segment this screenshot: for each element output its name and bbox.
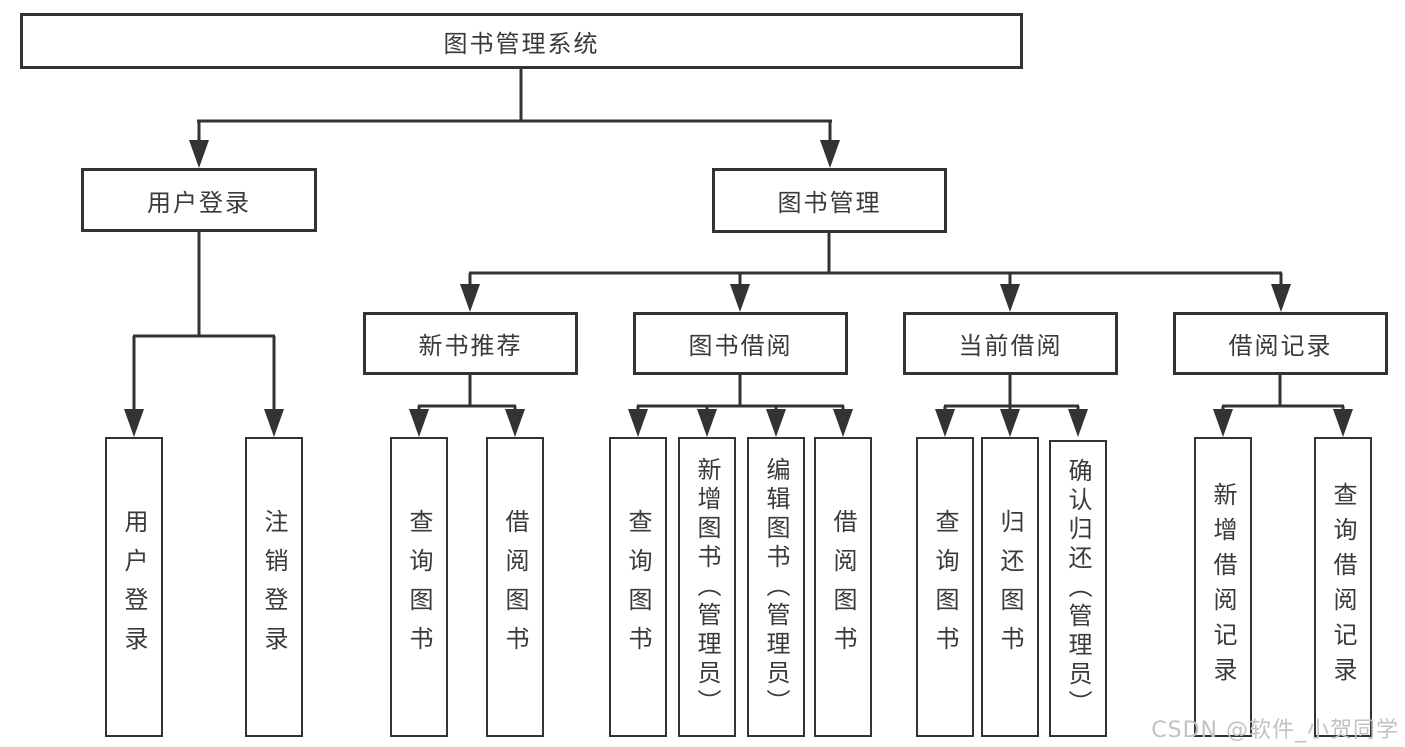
leaf-borrow-add-book-label: 新增图书（管理员） — [693, 456, 721, 718]
leaf-recommend-borrow-book-label: 借阅图书 — [501, 509, 529, 665]
node-book-borrow-label: 图书借阅 — [688, 332, 793, 360]
node-book-management-label: 图书管理 — [777, 189, 882, 217]
leaf-current-return-book-label: 归还图书 — [996, 509, 1024, 665]
leaf-records-query-record-label: 查询借阅记录 — [1329, 482, 1357, 692]
node-new-book-recommend-label: 新书推荐 — [418, 332, 523, 360]
leaf-records-query-record: 查询借阅记录 — [1314, 437, 1372, 737]
leaf-current-query-book: 查询图书 — [916, 437, 974, 737]
node-book-borrow: 图书借阅 — [633, 312, 848, 375]
node-borrow-records: 借阅记录 — [1173, 312, 1388, 375]
leaf-borrow-borrow-book-label: 借阅图书 — [829, 509, 857, 665]
leaf-recommend-query-book-label: 查询图书 — [405, 509, 433, 665]
node-root-library-system: 图书管理系统 — [20, 13, 1023, 69]
leaf-user-login: 用户登录 — [105, 437, 163, 737]
node-new-book-recommend: 新书推荐 — [363, 312, 578, 375]
leaf-borrow-query-book: 查询图书 — [609, 437, 667, 737]
csdn-watermark: CSDN @软件_小贺同学 — [1151, 718, 1399, 743]
leaf-borrow-edit-book-label: 编辑图书（管理员） — [762, 456, 790, 718]
leaf-borrow-edit-book: 编辑图书（管理员） — [747, 437, 805, 737]
node-book-management: 图书管理 — [712, 168, 947, 233]
leaf-borrow-add-book: 新增图书（管理员） — [678, 437, 736, 737]
leaf-current-return-book: 归还图书 — [981, 437, 1039, 737]
leaf-recommend-borrow-book: 借阅图书 — [486, 437, 544, 737]
leaf-records-add-record: 新增借阅记录 — [1194, 437, 1252, 737]
leaf-records-add-record-label: 新增借阅记录 — [1209, 482, 1237, 692]
node-current-borrow-label: 当前借阅 — [958, 332, 1063, 360]
leaf-current-query-book-label: 查询图书 — [931, 509, 959, 665]
leaf-logout-label: 注销登录 — [260, 509, 288, 665]
leaf-borrow-query-book-label: 查询图书 — [624, 509, 652, 665]
leaf-recommend-query-book: 查询图书 — [390, 437, 448, 737]
leaf-user-login-label: 用户登录 — [120, 509, 148, 665]
leaf-logout: 注销登录 — [245, 437, 303, 737]
node-current-borrow: 当前借阅 — [903, 312, 1118, 375]
leaf-current-confirm-return-label: 确认归还（管理员） — [1064, 458, 1092, 719]
node-root-label: 图书管理系统 — [443, 29, 600, 58]
leaf-current-confirm-return: 确认归还（管理员） — [1049, 440, 1107, 737]
node-borrow-records-label: 借阅记录 — [1228, 332, 1333, 360]
leaf-borrow-borrow-book: 借阅图书 — [814, 437, 872, 737]
node-user-login-label: 用户登录 — [147, 188, 251, 217]
node-user-login: 用户登录 — [81, 168, 317, 232]
